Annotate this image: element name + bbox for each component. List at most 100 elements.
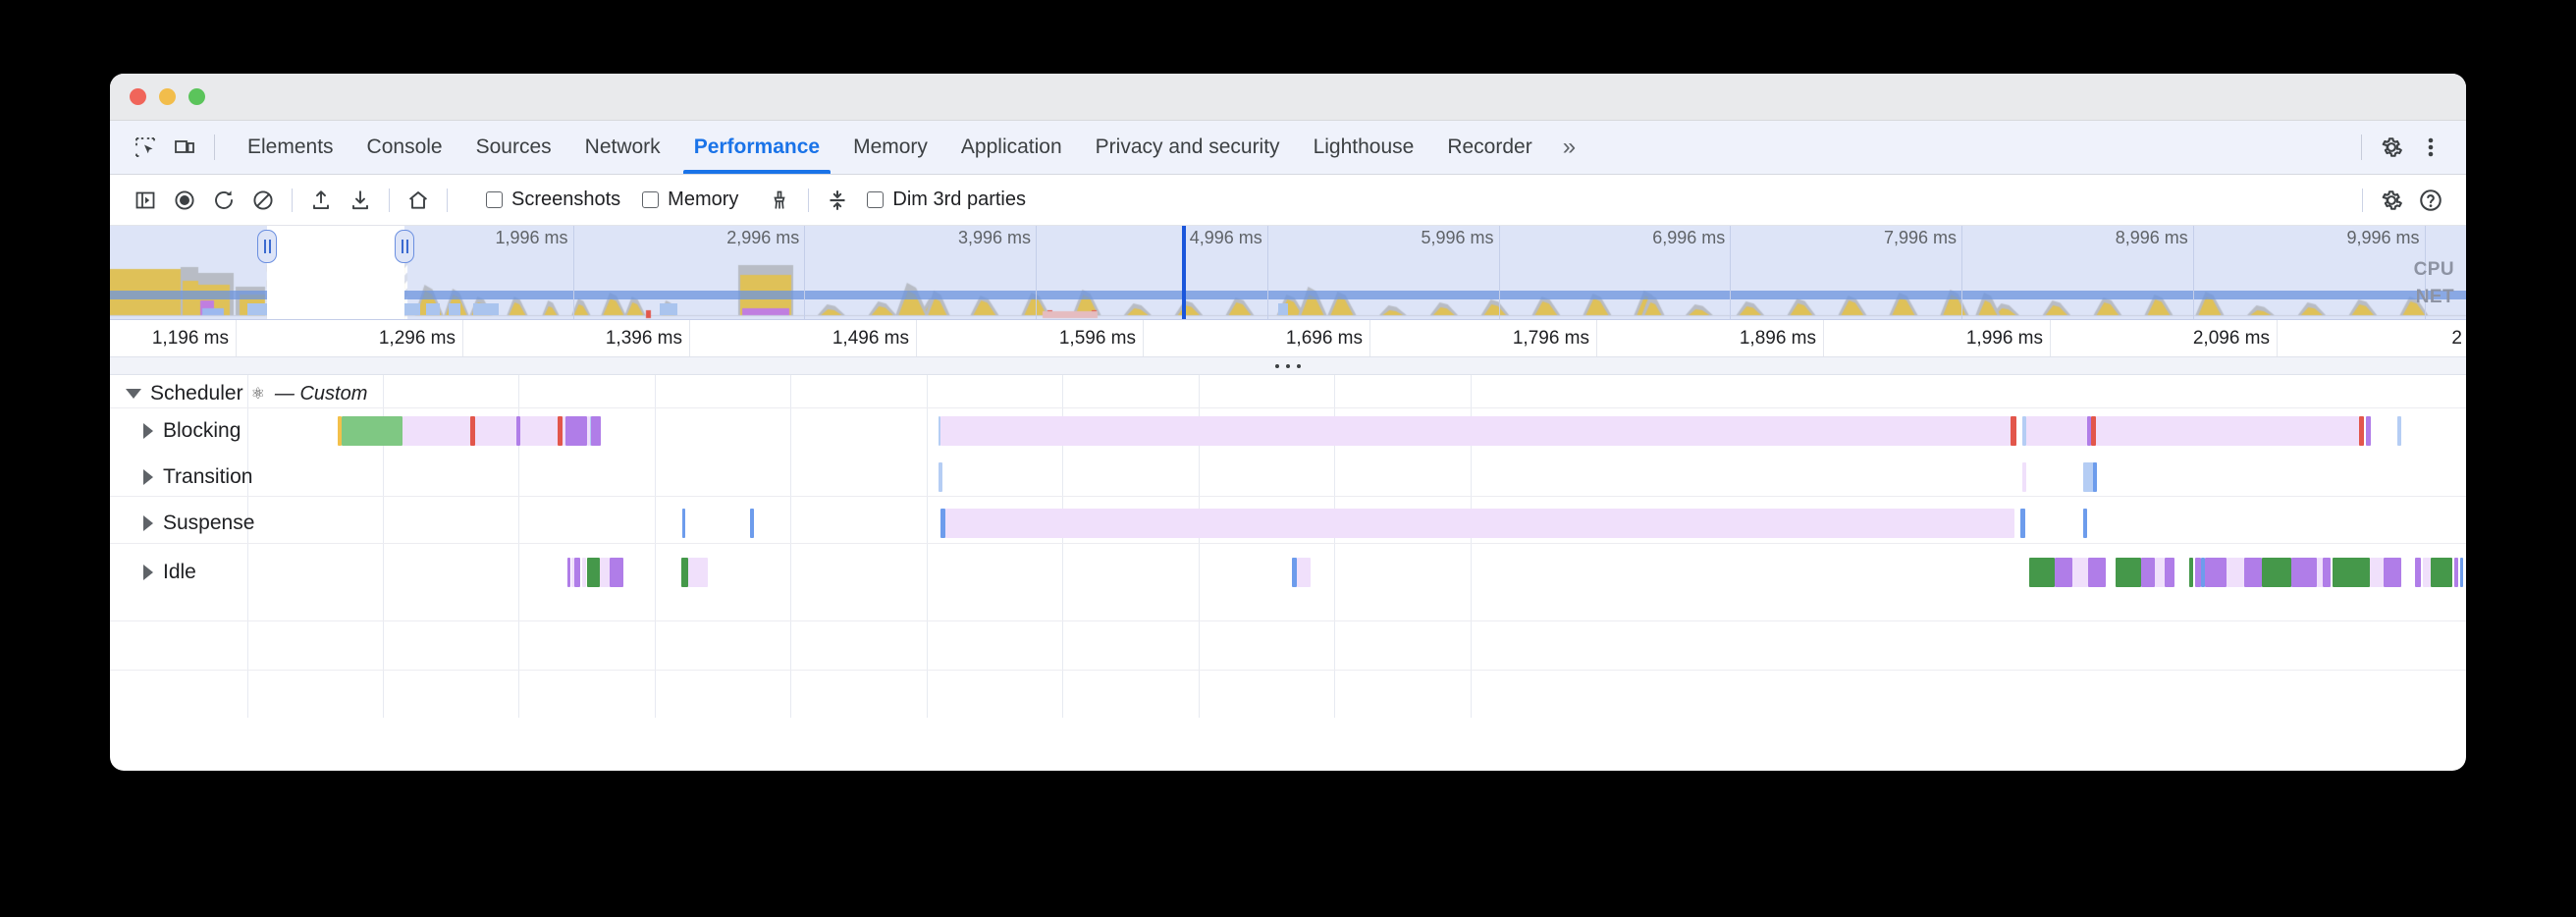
flame-bar[interactable] — [565, 416, 587, 446]
flame-bar[interactable] — [2011, 416, 2016, 446]
inspect-element-icon[interactable] — [126, 128, 165, 167]
flame-bar[interactable] — [567, 558, 570, 587]
tab-console[interactable]: Console — [350, 121, 459, 174]
overview-left-handle[interactable] — [257, 230, 277, 263]
flame-bar[interactable] — [2088, 558, 2106, 587]
flame-bar[interactable] — [2460, 558, 2463, 587]
flame-bar[interactable] — [587, 558, 600, 587]
import-profile-icon[interactable] — [301, 181, 341, 220]
memory-checkbox[interactable]: Memory — [642, 189, 738, 211]
track-row-transition[interactable]: Transition — [110, 458, 252, 496]
flame-bar[interactable] — [2165, 558, 2174, 587]
flame-bar[interactable] — [2091, 416, 2096, 446]
flame-bar[interactable] — [591, 416, 601, 446]
screenshots-checkbox[interactable]: Screenshots — [486, 189, 620, 211]
flame-bar[interactable] — [558, 416, 563, 446]
help-icon[interactable] — [2411, 181, 2450, 220]
flame-bar[interactable] — [2205, 558, 2227, 587]
flame-bar[interactable] — [2055, 558, 2072, 587]
home-icon[interactable] — [399, 181, 438, 220]
flame-bar[interactable] — [2083, 509, 2087, 538]
collapse-tracks-icon[interactable] — [818, 181, 857, 220]
flame-bar[interactable] — [2201, 558, 2205, 587]
export-profile-icon[interactable] — [341, 181, 380, 220]
settings-gear-icon[interactable] — [2372, 128, 2411, 167]
tab-recorder[interactable]: Recorder — [1430, 121, 1548, 174]
flame-bar[interactable] — [582, 558, 586, 587]
maximize-window-button[interactable] — [188, 88, 205, 105]
flame-bar[interactable] — [939, 416, 940, 446]
flame-bar[interactable] — [2155, 558, 2165, 587]
flame-bar[interactable] — [2022, 416, 2026, 446]
overview-ruler[interactable]: 996 ms1,996 ms2,996 ms3,996 ms4,996 ms5,… — [110, 226, 2466, 319]
flame-bar[interactable] — [1297, 558, 1311, 587]
flame-bar[interactable] — [2333, 558, 2370, 587]
flame-bar[interactable] — [2083, 462, 2095, 492]
collect-garbage-icon[interactable] — [760, 181, 799, 220]
track-row-blocking[interactable]: Blocking — [110, 412, 241, 450]
flame-bar[interactable] — [688, 558, 708, 587]
toggle-sidebar-icon[interactable] — [126, 181, 165, 220]
flame-bar[interactable] — [2072, 558, 2088, 587]
flame-bar[interactable] — [2370, 558, 2384, 587]
flame-bar[interactable] — [2415, 558, 2421, 587]
tab-network[interactable]: Network — [568, 121, 677, 174]
flame-bar[interactable] — [2262, 558, 2291, 587]
flame-bar[interactable] — [2189, 558, 2193, 587]
flame-bar[interactable] — [338, 416, 342, 446]
flame-bar[interactable] — [2423, 558, 2431, 587]
flame-bar[interactable] — [2366, 416, 2371, 446]
track-group-scheduler[interactable]: Scheduler ⚛ — Custom — [110, 375, 367, 412]
clear-icon[interactable] — [243, 181, 283, 220]
flame-bar[interactable] — [475, 416, 516, 446]
flame-bar[interactable] — [2323, 558, 2331, 587]
record-icon[interactable] — [165, 181, 204, 220]
device-toolbar-icon[interactable] — [165, 128, 204, 167]
reload-and-record-icon[interactable] — [204, 181, 243, 220]
flame-bar[interactable] — [2244, 558, 2262, 587]
flame-bar[interactable] — [1292, 558, 1297, 587]
tab-performance[interactable]: Performance — [677, 121, 836, 174]
minimize-window-button[interactable] — [159, 88, 176, 105]
flame-bar[interactable] — [681, 558, 688, 587]
flame-bar[interactable] — [520, 416, 558, 446]
more-tabs-icon[interactable]: » — [1549, 121, 1589, 174]
flame-bar[interactable] — [587, 416, 590, 446]
flame-bar[interactable] — [682, 509, 685, 538]
flame-bar[interactable] — [945, 509, 2014, 538]
overview-right-handle[interactable] — [395, 230, 414, 263]
flame-bar[interactable] — [516, 416, 520, 446]
flame-bar[interactable] — [342, 416, 402, 446]
flame-bar[interactable] — [2096, 416, 2359, 446]
flame-bar[interactable] — [2029, 558, 2055, 587]
flame-bar[interactable] — [2317, 558, 2323, 587]
close-window-button[interactable] — [130, 88, 146, 105]
tab-privacy-and-security[interactable]: Privacy and security — [1079, 121, 1297, 174]
flame-bar[interactable] — [2397, 416, 2401, 446]
flame-bar[interactable] — [2454, 558, 2458, 587]
more-options-icon[interactable] — [2411, 128, 2450, 167]
flame-bar[interactable] — [2087, 416, 2091, 446]
flame-bar[interactable] — [610, 558, 623, 587]
tab-memory[interactable]: Memory — [836, 121, 944, 174]
flame-bar[interactable] — [2227, 558, 2244, 587]
flame-bar[interactable] — [563, 416, 565, 446]
flame-chart[interactable]: Scheduler ⚛ — Custom Blocking Transition… — [110, 375, 2466, 718]
flame-bar[interactable] — [574, 558, 580, 587]
flame-bar[interactable] — [940, 416, 2011, 446]
flame-bar[interactable] — [470, 416, 475, 446]
timeline-overview[interactable]: 996 ms1,996 ms2,996 ms3,996 ms4,996 ms5,… — [110, 226, 2466, 320]
tab-sources[interactable]: Sources — [459, 121, 568, 174]
flame-bar[interactable] — [571, 558, 574, 587]
track-row-idle[interactable]: Idle — [110, 554, 196, 591]
flame-bar[interactable] — [2026, 416, 2087, 446]
flame-bar[interactable] — [600, 558, 610, 587]
flame-bar[interactable] — [2020, 509, 2025, 538]
flame-bar[interactable] — [940, 509, 945, 538]
flame-bar[interactable] — [2093, 462, 2097, 492]
flame-bar[interactable] — [2141, 558, 2155, 587]
overview-selection-window[interactable] — [267, 226, 404, 319]
flame-bar[interactable] — [2431, 558, 2452, 587]
dim-3rd-parties-checkbox[interactable]: Dim 3rd parties — [867, 189, 1026, 211]
